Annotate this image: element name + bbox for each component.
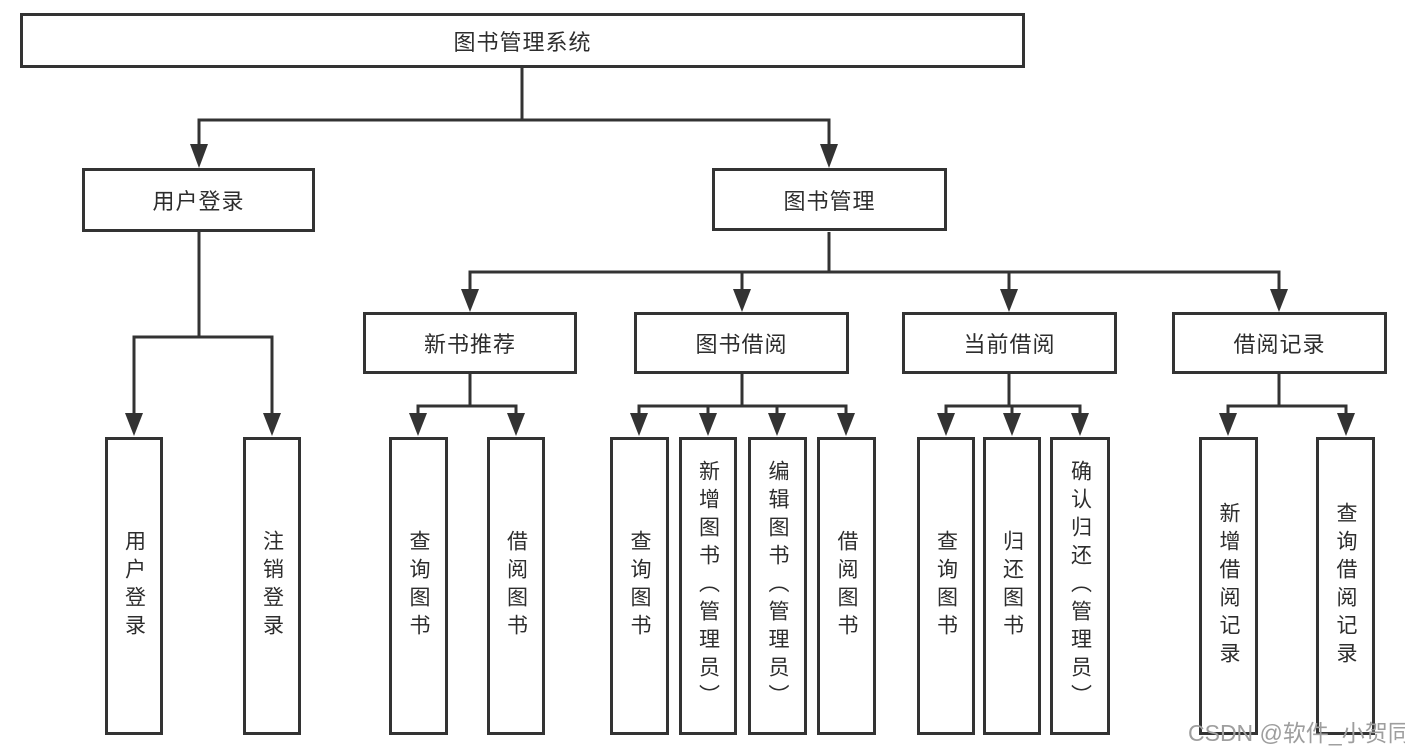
node-leaf-edit-book-admin: 编辑图书（管理员） [748,437,807,735]
node-leaf-query-borrow-record: 查询借阅记录 [1316,437,1375,735]
node-label: 查询图书 [934,530,958,642]
node-label: 查询借阅记录 [1334,502,1357,670]
node-leaf-query-book-recommend: 查询图书 [389,437,448,735]
node-label: 查询图书 [628,530,651,642]
node-label: 新增图书（管理员） [696,460,720,712]
node-label: 新书推荐 [423,332,516,357]
node-label: 图书借阅 [695,332,788,357]
node-label: 用户登录 [122,530,146,642]
node-label: 当前借阅 [963,332,1056,357]
node-label: 查询图书 [407,530,430,642]
node-current-borrow: 当前借阅 [902,312,1117,374]
arrow-down-icons [125,144,1355,436]
node-leaf-add-book-admin: 新增图书（管理员） [679,437,737,735]
node-leaf-borrow-book: 借阅图书 [817,437,876,735]
node-user-login: 用户登录 [82,168,315,232]
node-label: 借阅记录 [1233,332,1326,357]
node-label: 归还图书 [1000,530,1024,642]
node-leaf-add-borrow-record: 新增借阅记录 [1199,437,1258,735]
node-leaf-query-book-current: 查询图书 [917,437,975,735]
node-leaf-return-book: 归还图书 [983,437,1041,735]
node-label: 编辑图书（管理员） [766,460,789,712]
node-label: 图书管理系统 [453,29,592,55]
node-book-management: 图书管理 [712,168,947,231]
node-label: 借阅图书 [835,530,858,642]
node-leaf-logout: 注销登录 [243,437,301,735]
node-label: 确认归还（管理员） [1068,460,1092,712]
node-label: 注销登录 [260,530,284,642]
node-leaf-borrow-book-recommend: 借阅图书 [487,437,545,735]
node-leaf-confirm-return-admin: 确认归还（管理员） [1050,437,1110,735]
csdn-watermark: CSDN @软件_小贺同学 [1188,720,1405,746]
node-label: 图书管理 [783,188,876,214]
node-library-management-system: 图书管理系统 [20,13,1025,68]
node-leaf-query-book-borrow: 查询图书 [610,437,669,735]
node-label: 新增借阅记录 [1217,502,1240,670]
node-leaf-user-login: 用户登录 [105,437,163,735]
node-label: 借阅图书 [504,530,528,642]
node-new-book-recommend: 新书推荐 [363,312,577,374]
node-book-borrow: 图书借阅 [634,312,849,374]
node-borrow-record: 借阅记录 [1172,312,1387,374]
node-label: 用户登录 [152,189,245,214]
